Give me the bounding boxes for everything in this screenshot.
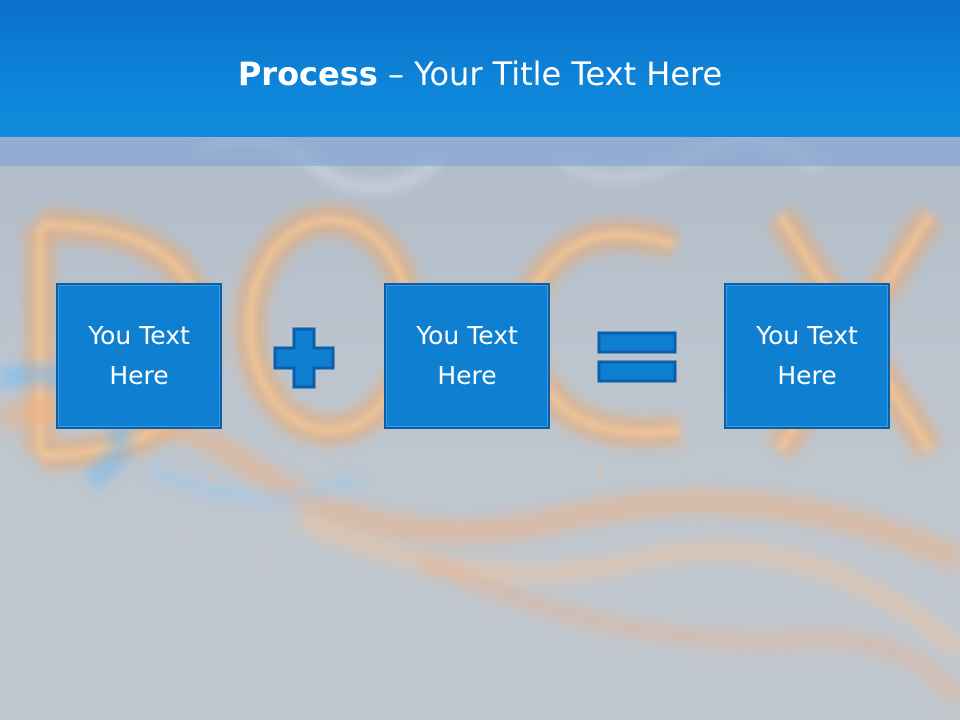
process-box-1-text: You Text Here — [88, 321, 190, 390]
title-underband — [0, 137, 960, 166]
process-box-2-text: You Text Here — [416, 321, 518, 390]
title-bar — [0, 0, 960, 137]
process-box-3[interactable]: You Text Here — [724, 283, 890, 429]
process-box-2[interactable]: You Text Here — [384, 283, 550, 429]
process-box-1[interactable]: You Text Here — [56, 283, 222, 429]
title-rest-part: – Your Title Text Here — [377, 55, 723, 93]
slide-title: Process – Your Title Text Here — [0, 52, 960, 96]
plus-icon — [273, 327, 335, 389]
equals-icon — [597, 331, 677, 383]
process-box-3-text: You Text Here — [756, 321, 858, 390]
title-bold-part: Process — [237, 55, 378, 93]
